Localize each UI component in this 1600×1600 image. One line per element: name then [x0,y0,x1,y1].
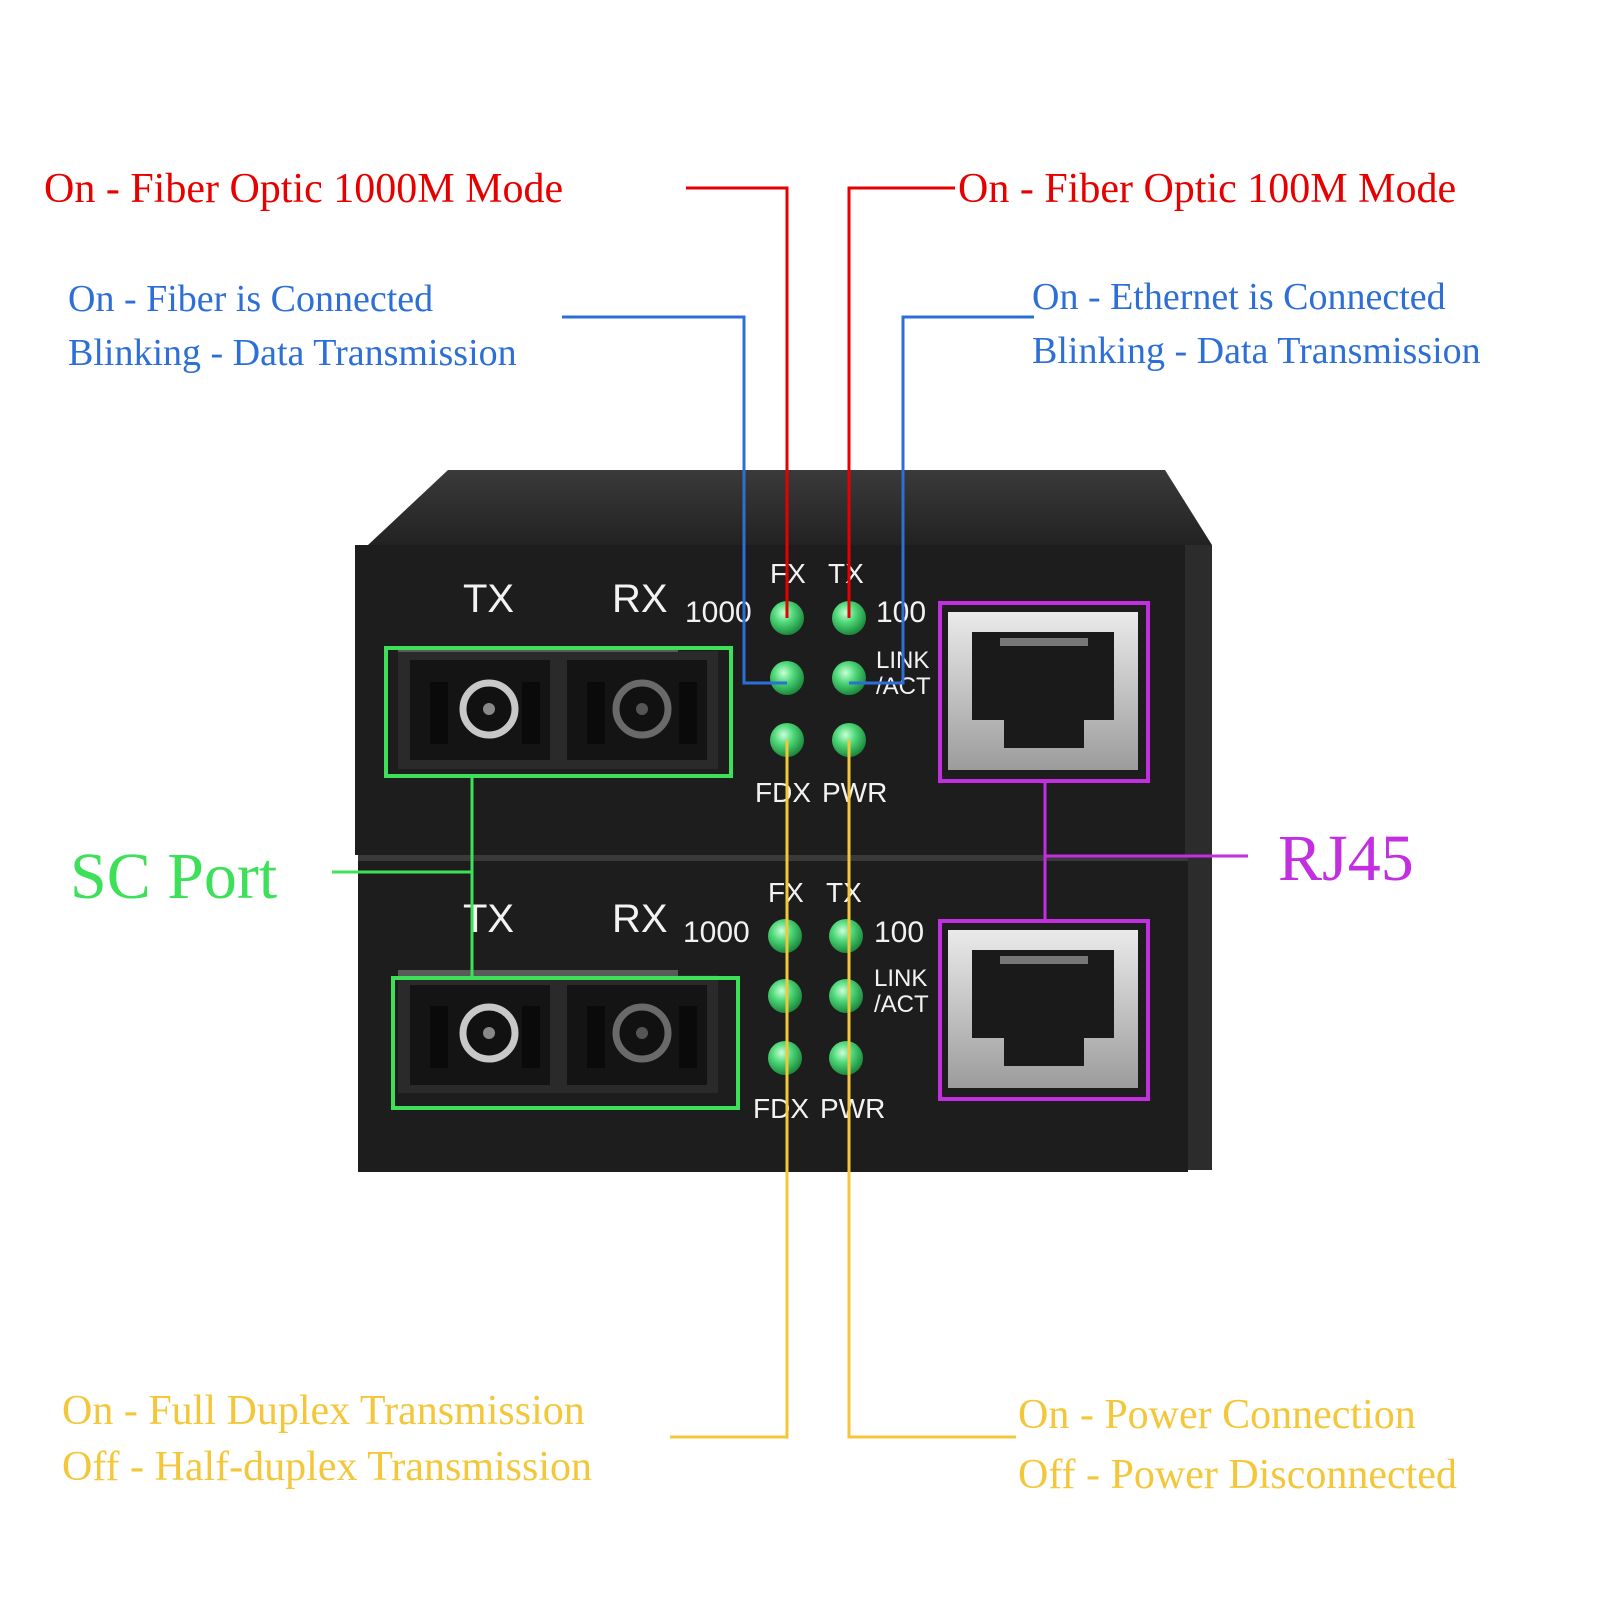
lower-sc-rx-label: RX [612,897,668,941]
lower-led-eth-link [829,979,863,1013]
fiber-link-annotation-on: On - Fiber is Connected [68,278,434,320]
rj45-annotation: RJ45 [1278,822,1414,895]
pwr-callout-line [847,740,1016,1439]
upper-pwr-label: PWR [822,777,887,808]
sc-port-annotation: SC Port [70,840,278,913]
lower-led-fiber-link [768,979,802,1013]
lower-media-converter: TX RX FX TX 1000 100 LINK /ACT FDX PWR [358,845,1212,1172]
pwr-annotation-on: On - Power Connection [1018,1392,1416,1438]
lower-pwr-label: PWR [820,1093,885,1124]
lower-act-label: /ACT [874,991,929,1018]
fdx-annotation-off: Off - Half-duplex Transmission [62,1444,593,1490]
upper-speed-1000-label: 1000 [685,596,752,629]
tx-100-callout-line [847,186,955,618]
upper-media-converter: TX RX FX TX 1000 100 LINK /ACT FDX PWR [355,470,1212,860]
fiber-link-annotation-blink: Blinking - Data Transmission [68,332,517,374]
lower-led-tx-label: TX [826,877,862,908]
upper-rj45-port[interactable] [948,612,1138,770]
upper-fdx-label: FDX [755,777,811,808]
lower-device-side [1185,845,1212,1170]
lower-sc-port[interactable] [398,970,718,1093]
upper-led-eth-link [832,661,866,695]
lower-led-fx [768,919,802,953]
upper-device-top [368,470,1212,545]
upper-sc-port[interactable] [398,646,718,769]
eth-link-callout-line [849,315,1034,685]
lower-led-tx [829,919,863,953]
upper-device-side [1180,545,1212,860]
pwr-annotation-off: Off - Power Disconnected [1018,1452,1457,1498]
fx-1000-callout-line [686,186,789,618]
lower-led-fdx [768,1041,802,1075]
lower-fdx-label: FDX [753,1093,809,1124]
fiber-link-callout-line [562,315,787,685]
eth-link-annotation-on: On - Ethernet is Connected [1032,276,1446,318]
fx-1000-annotation: On - Fiber Optic 1000M Mode [44,166,564,212]
tx-100-annotation: On - Fiber Optic 100M Mode [958,166,1457,212]
lower-link-label: LINK [874,965,927,992]
upper-sc-highlight-box [384,646,733,778]
lower-sc-highlight-box [391,976,740,1110]
upper-led-fiber-link [770,661,804,695]
fdx-callout-line [670,740,789,1439]
lower-led-pwr [829,1041,863,1075]
lower-speed-1000-label: 1000 [683,916,750,949]
lower-speed-100-label: 100 [874,916,924,949]
lower-rj45-port[interactable] [948,930,1138,1088]
upper-sc-rx-label: RX [612,577,668,621]
upper-speed-100-label: 100 [876,596,926,629]
upper-sc-tx-label: TX [463,577,514,621]
eth-link-annotation-blink: Blinking - Data Transmission [1032,330,1481,372]
fdx-annotation-on: On - Full Duplex Transmission [62,1388,585,1434]
upper-led-tx-label: TX [828,558,864,589]
